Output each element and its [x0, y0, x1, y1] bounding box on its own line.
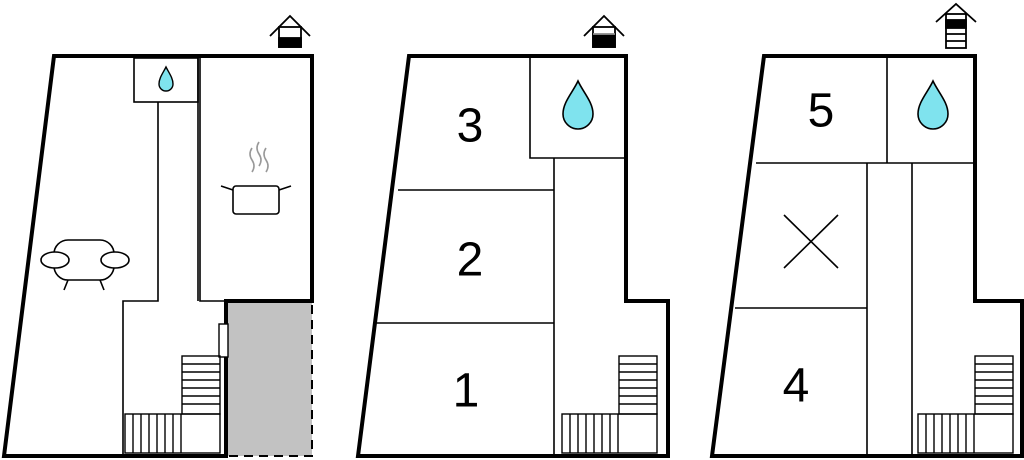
room-label: 4	[783, 360, 810, 413]
floor-ground	[1, 14, 314, 458]
staircase-icon	[561, 355, 658, 454]
room-label: 2	[457, 234, 484, 287]
terrace-area	[226, 301, 312, 456]
floor-first: 3 2 1	[355, 14, 670, 458]
house-level-2-icon	[583, 14, 625, 48]
hall-wall-left	[122, 102, 159, 456]
bath-cross-icon	[783, 214, 839, 269]
bathroom-box	[529, 56, 626, 159]
outer-wall	[355, 54, 670, 458]
door-icon	[218, 323, 229, 358]
water-drop-icon	[158, 65, 174, 92]
room-label: 5	[808, 85, 835, 138]
room-label: 3	[457, 100, 484, 153]
water-drop-icon	[917, 79, 949, 130]
floor-second: 5 4	[709, 2, 1024, 458]
sofa-icon	[40, 239, 130, 291]
outer-wall	[709, 54, 1024, 458]
house-level-1-icon	[269, 14, 311, 48]
room-label: 1	[453, 365, 480, 418]
cooking-pot-icon	[220, 141, 292, 215]
kitchen-wall	[199, 58, 226, 302]
house-level-3-icon	[935, 2, 977, 49]
staircase-icon	[124, 355, 221, 454]
water-drop-icon	[562, 79, 594, 130]
staircase-icon	[917, 355, 1014, 454]
